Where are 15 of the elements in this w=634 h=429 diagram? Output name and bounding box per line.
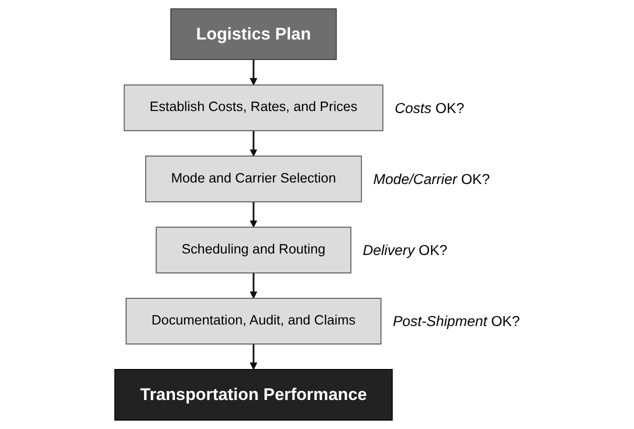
node-box: Mode and Carrier Selection (144, 156, 362, 202)
arrow (250, 202, 257, 228)
arrow (250, 60, 257, 86)
arrow (250, 344, 257, 370)
question-label: Costs OK? (394, 100, 464, 117)
question-label: Mode/Carrier OK? (372, 172, 490, 188)
question-label: Post-Shipment OK? (392, 314, 520, 330)
node-box: Documentation, Audit, and Claims (125, 298, 382, 344)
arrow (250, 272, 257, 299)
node-box: Logistics Plan (170, 8, 336, 60)
node-box: Scheduling and Routing (155, 226, 351, 274)
node-box: Establish Costs, Rates, and Prices (124, 84, 383, 132)
node-box: Transportation Performance (114, 369, 392, 421)
question-label: Delivery OK? (362, 243, 448, 260)
arrow (250, 130, 257, 156)
